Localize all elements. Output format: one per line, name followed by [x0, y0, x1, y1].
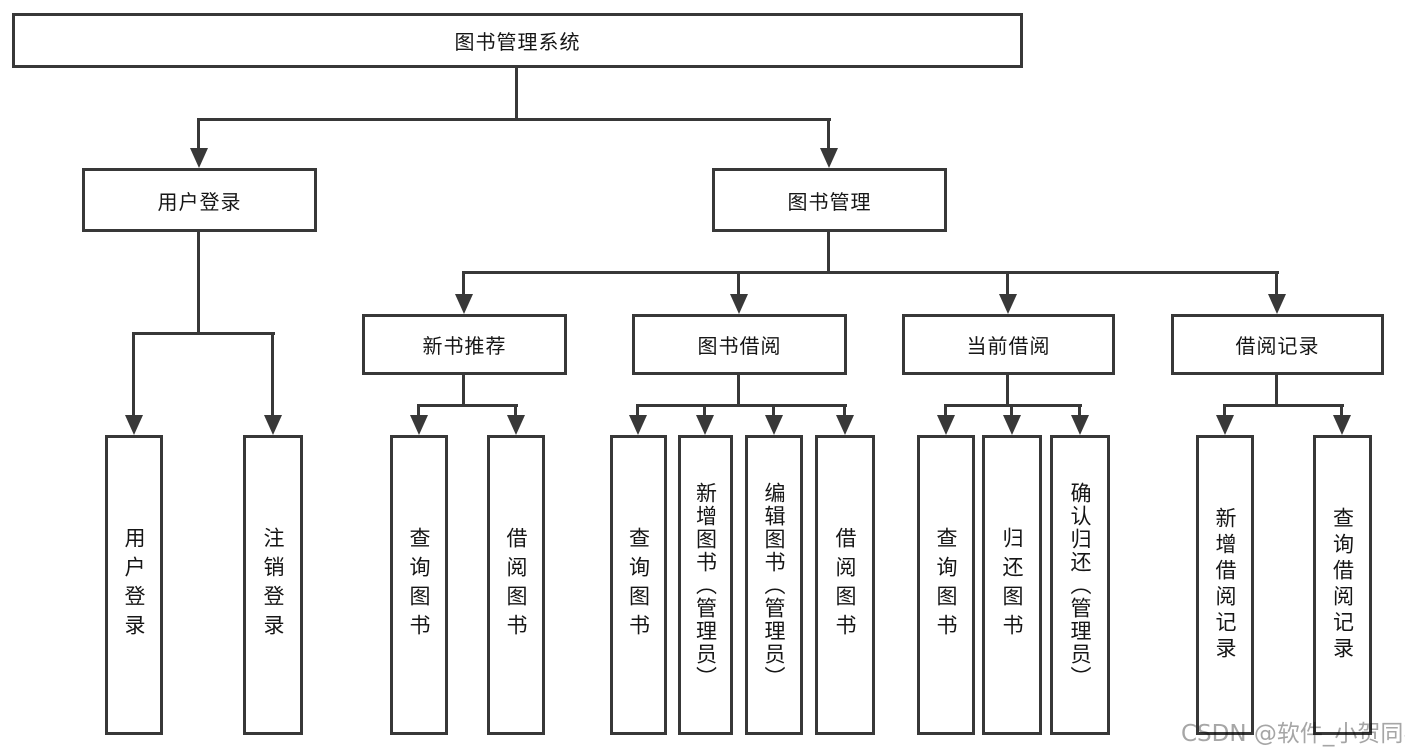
leaf-borrow-books-borrowing: 借阅图书	[815, 435, 875, 735]
connector-line	[1340, 404, 1343, 418]
connector-line	[1275, 271, 1278, 299]
node-new-book-recommend-label: 新书推荐	[422, 334, 507, 358]
connector-line	[132, 332, 135, 418]
connector-line	[462, 374, 465, 407]
connector-line	[1078, 404, 1081, 418]
connector-line	[772, 404, 775, 418]
connector-line	[132, 332, 275, 335]
connector-line	[636, 404, 847, 407]
arrow-down-icon	[1333, 415, 1351, 435]
leaf-confirm-return-admin: 确认归还（管理员）	[1050, 435, 1110, 735]
arrow-down-icon	[125, 415, 143, 435]
leaf-user-login: 用户登录	[105, 435, 163, 735]
connector-line	[1223, 404, 1226, 418]
node-root-label: 图书管理系统	[454, 30, 581, 54]
arrow-down-icon	[410, 415, 428, 435]
node-root: 图书管理系统	[12, 13, 1023, 68]
leaf-user-login-label: 用户登录	[122, 527, 147, 643]
leaf-add-books-admin-label: 新增图书（管理员）	[693, 481, 718, 689]
connector-line	[1010, 404, 1013, 418]
node-current-borrowing: 当前借阅	[902, 314, 1115, 375]
node-user-login: 用户登录	[82, 168, 317, 232]
leaf-logout-label: 注销登录	[261, 527, 286, 643]
connector-line	[197, 232, 200, 335]
arrow-down-icon	[1003, 415, 1021, 435]
node-book-borrowing-label: 图书借阅	[697, 334, 782, 358]
connector-line	[197, 118, 200, 152]
leaf-query-books-current: 查询图书	[917, 435, 975, 735]
node-user-login-label: 用户登录	[157, 189, 242, 214]
connector-line	[271, 332, 274, 418]
arrow-down-icon	[264, 415, 282, 435]
connector-line	[636, 404, 639, 418]
connector-line	[462, 271, 465, 299]
connector-line	[417, 404, 518, 407]
leaf-edit-books-admin-label: 编辑图书（管理员）	[762, 481, 787, 689]
leaf-borrow-books-borrowing-label: 借阅图书	[833, 527, 858, 643]
leaf-borrow-books-newbook: 借阅图书	[487, 435, 545, 735]
connector-line	[1006, 271, 1009, 299]
connector-line	[737, 375, 740, 407]
leaf-return-books-label: 归还图书	[1000, 527, 1025, 643]
arrow-down-icon	[836, 415, 854, 435]
connector-line	[197, 118, 831, 121]
connector-line	[944, 404, 947, 418]
node-book-management-label: 图书管理	[787, 189, 872, 214]
arrow-down-icon	[730, 294, 748, 314]
node-book-borrowing: 图书借阅	[632, 314, 847, 375]
arrow-down-icon	[1071, 415, 1089, 435]
leaf-logout: 注销登录	[243, 435, 303, 735]
leaf-confirm-return-admin-label: 确认归还（管理员）	[1068, 481, 1093, 689]
node-borrowing-records: 借阅记录	[1171, 314, 1384, 375]
watermark-text: CSDN @软件_小贺同学	[1181, 721, 1405, 747]
arrow-down-icon	[190, 148, 208, 168]
arrow-down-icon	[765, 415, 783, 435]
node-current-borrowing-label: 当前借阅	[966, 334, 1051, 358]
connector-line	[944, 404, 1082, 407]
arrow-down-icon	[999, 294, 1017, 314]
node-new-book-recommend: 新书推荐	[362, 314, 567, 375]
connector-line	[737, 271, 740, 299]
leaf-query-books-borrowing: 查询图书	[610, 435, 667, 735]
arrow-down-icon	[507, 415, 525, 435]
arrow-down-icon	[820, 148, 838, 168]
arrow-down-icon	[696, 415, 714, 435]
leaf-query-borrow-record: 查询借阅记录	[1313, 435, 1372, 735]
leaf-edit-books-admin: 编辑图书（管理员）	[745, 435, 803, 735]
connector-line	[827, 232, 830, 274]
leaf-add-borrow-record: 新增借阅记录	[1196, 435, 1254, 735]
connector-line	[514, 404, 517, 418]
connector-line	[703, 404, 706, 418]
leaf-return-books: 归还图书	[982, 435, 1042, 735]
connector-line	[417, 404, 420, 418]
node-borrowing-records-label: 借阅记录	[1235, 334, 1320, 358]
connector-line	[843, 404, 846, 418]
leaf-add-books-admin: 新增图书（管理员）	[678, 435, 733, 735]
connector-line	[515, 68, 518, 121]
arrow-down-icon	[1216, 415, 1234, 435]
leaf-query-books-newbook: 查询图书	[390, 435, 448, 735]
arrow-down-icon	[455, 294, 473, 314]
arrow-down-icon	[629, 415, 647, 435]
leaf-add-borrow-record-label: 新增借阅记录	[1213, 507, 1238, 663]
connector-line	[827, 118, 830, 152]
leaf-query-borrow-record-label: 查询借阅记录	[1330, 507, 1355, 663]
arrow-down-icon	[1268, 294, 1286, 314]
leaf-query-books-current-label: 查询图书	[934, 527, 959, 643]
node-book-management: 图书管理	[712, 168, 947, 232]
arrow-down-icon	[937, 415, 955, 435]
connector-line	[1223, 404, 1344, 407]
leaf-borrow-books-newbook-label: 借阅图书	[504, 527, 529, 643]
connector-line	[462, 271, 1279, 274]
leaf-query-books-borrowing-label: 查询图书	[626, 527, 651, 643]
leaf-query-books-newbook-label: 查询图书	[407, 527, 432, 643]
connector-line	[1275, 374, 1278, 407]
connector-line	[1006, 374, 1009, 407]
